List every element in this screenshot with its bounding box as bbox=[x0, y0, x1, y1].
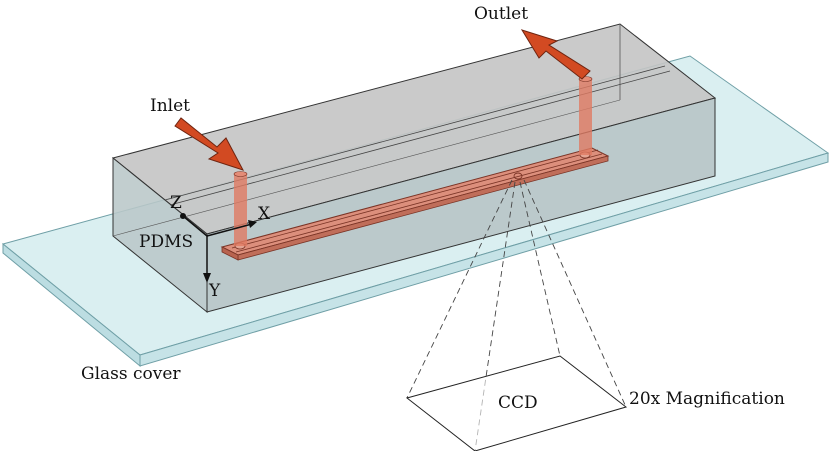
glass-cover-right-edge bbox=[139, 152, 829, 367]
z-axis-label: Z bbox=[170, 193, 182, 213]
outlet-label: Outlet bbox=[474, 4, 528, 24]
glass-cover-label: Glass cover bbox=[81, 364, 181, 384]
ccd-label: CCD bbox=[498, 393, 538, 413]
x-axis-label: X bbox=[258, 204, 271, 224]
outlet-arrow bbox=[520, 29, 591, 80]
observation-point bbox=[513, 172, 523, 180]
pdms-label: PDMS bbox=[139, 232, 193, 252]
ccd-sensor bbox=[405, 355, 628, 451]
outlet-tube bbox=[579, 79, 592, 155]
z-axis-point bbox=[180, 213, 186, 219]
y-axis-label: Y bbox=[208, 281, 221, 301]
inlet-arrow bbox=[174, 117, 245, 171]
inlet-label: Inlet bbox=[150, 96, 190, 116]
magnification-label: 20x Magnification bbox=[629, 389, 785, 409]
coordinate-axes bbox=[180, 213, 257, 283]
ccd-camera bbox=[405, 179, 628, 451]
microchannel bbox=[220, 147, 610, 261]
inlet-tube bbox=[234, 174, 247, 246]
